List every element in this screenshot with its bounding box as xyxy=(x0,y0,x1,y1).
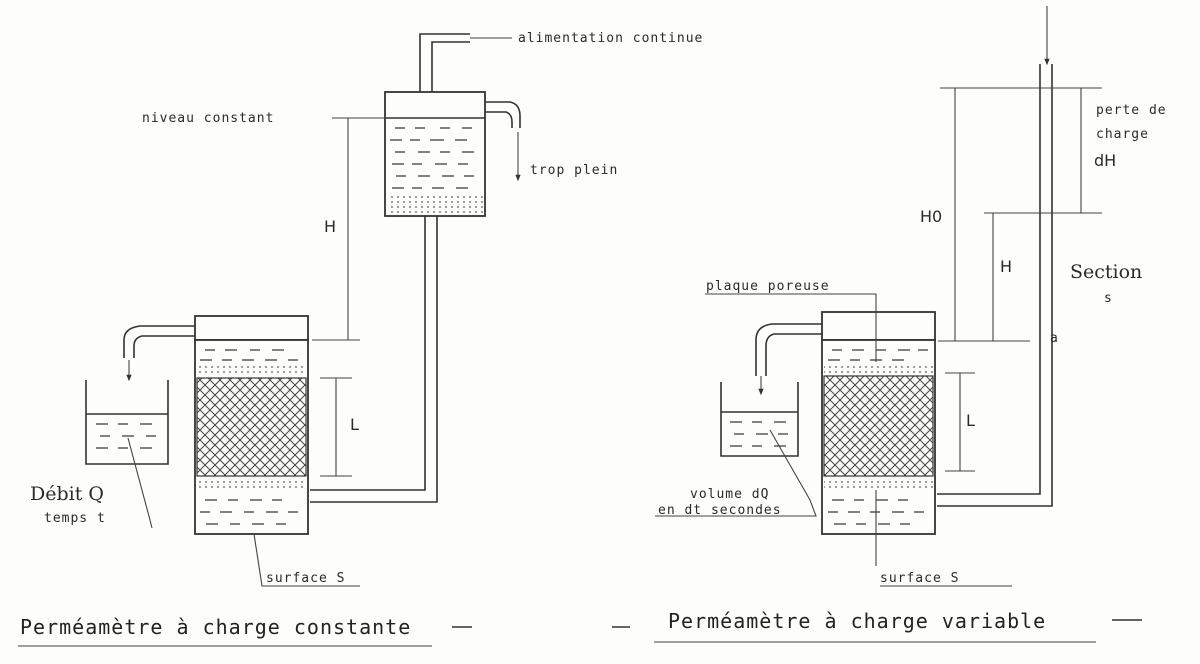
upper-reservoir-water xyxy=(387,127,483,214)
column-cap xyxy=(821,311,936,341)
constant-head-permeameter: alimentation continue niveau constant tr… xyxy=(18,31,703,647)
surface-label: surface S xyxy=(880,571,959,586)
debit-label: Débit Q xyxy=(30,483,104,505)
temps-label: temps t xyxy=(44,511,106,526)
plaque-poreuse-label: plaque poreuse xyxy=(706,279,830,294)
constant-head-title: Perméamètre à charge constante xyxy=(20,615,411,639)
beaker-water xyxy=(730,421,788,447)
section-label: Section xyxy=(1070,261,1142,283)
a-label: a xyxy=(1050,331,1059,346)
volume-label: volume dQ xyxy=(690,487,769,502)
beaker-water xyxy=(96,423,156,449)
collection-beaker xyxy=(85,380,169,465)
variable-head-title: Perméamètre à charge variable xyxy=(668,609,1046,633)
column-bottom-water xyxy=(197,478,306,525)
surface-leader-line xyxy=(253,533,360,587)
volume-leader-line xyxy=(655,429,817,517)
falling-head-permeameter: perte de charge dH H0 H Section s a plaq… xyxy=(612,6,1167,643)
H-label: H xyxy=(324,217,336,236)
connecting-pipe xyxy=(310,216,438,503)
charge-label: charge xyxy=(1096,127,1149,142)
column-cap xyxy=(194,315,309,341)
section-s-label: s xyxy=(1104,291,1113,306)
H0-label: H0 xyxy=(920,207,942,226)
soil-sample xyxy=(823,375,934,477)
perte-de-label: perte de xyxy=(1096,103,1167,118)
surface-label: surface S xyxy=(266,571,345,586)
standpipe xyxy=(937,64,1053,507)
niveau-constant-label: niveau constant xyxy=(142,111,274,126)
plaque-leader-line xyxy=(705,293,877,362)
column-bottom-water xyxy=(824,478,933,525)
upper-reservoir xyxy=(384,91,486,217)
soil-sample xyxy=(196,377,307,477)
outflow-pipe xyxy=(755,323,822,376)
L-label: L xyxy=(966,411,975,430)
alimentation-label: alimentation continue xyxy=(518,31,703,46)
collection-beaker xyxy=(720,382,799,457)
outflow-pipe xyxy=(123,325,195,358)
dH-label: dH xyxy=(1094,151,1116,170)
trop-plein-label: trop plein xyxy=(530,163,618,178)
feed-pipe xyxy=(419,33,470,92)
overflow-pipe xyxy=(485,101,521,128)
en-dt-label: en dt secondes xyxy=(658,503,782,518)
column-top-water xyxy=(197,349,306,376)
H-label: H xyxy=(1000,257,1012,276)
debit-leader-line xyxy=(127,437,153,529)
L-label: L xyxy=(350,415,359,434)
